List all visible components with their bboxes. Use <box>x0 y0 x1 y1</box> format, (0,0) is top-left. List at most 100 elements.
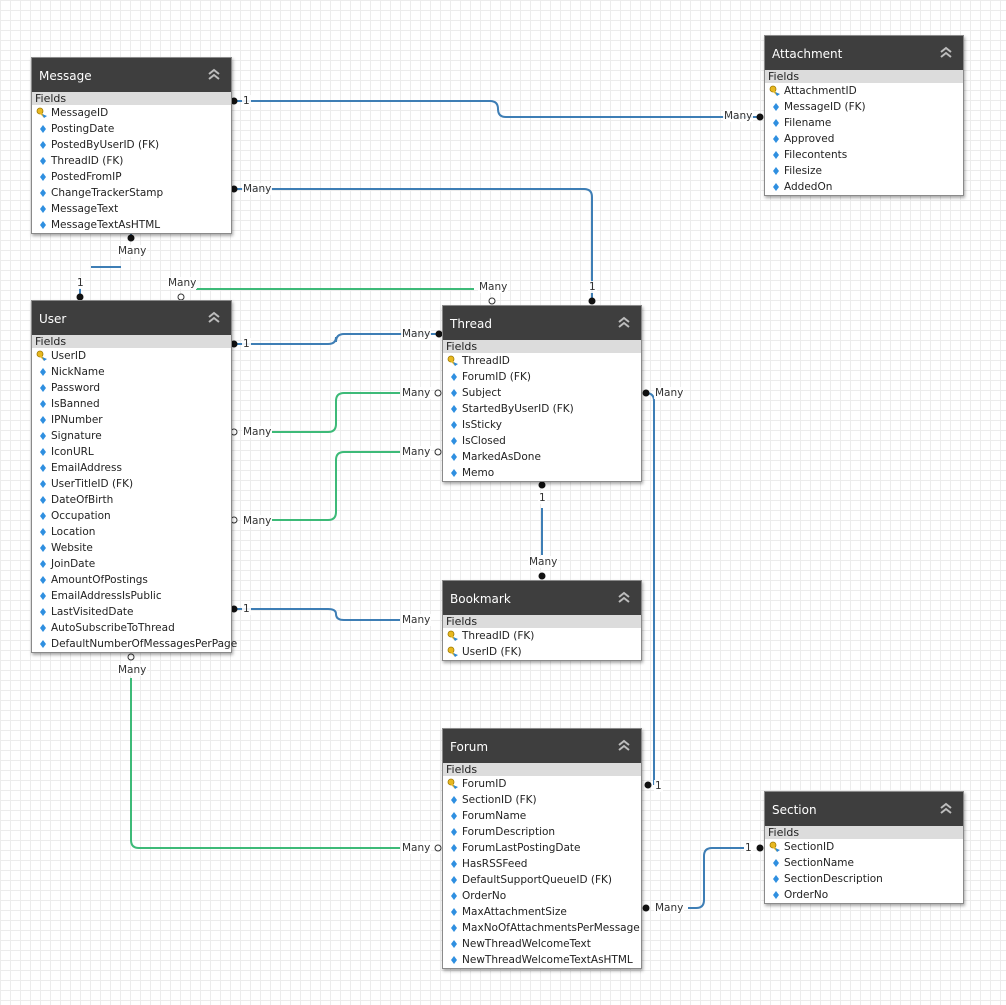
user-field-row[interactable]: UserID <box>32 348 231 364</box>
link-message-attachment[interactable] <box>232 100 760 118</box>
thread-field-row[interactable]: IsSticky <box>443 417 641 433</box>
collapse-chevron-icon[interactable] <box>617 591 631 603</box>
bookmark-field-row[interactable]: UserID (FK) <box>443 644 641 660</box>
bookmark-header[interactable]: Bookmark <box>443 581 641 615</box>
thread-header[interactable]: Thread <box>443 306 641 340</box>
section-field-row[interactable]: OrderNo <box>765 887 963 903</box>
user-field-row[interactable]: IPNumber <box>32 412 231 428</box>
thread-field-row[interactable]: Memo <box>443 465 641 481</box>
forum-field-row[interactable]: OrderNo <box>443 888 641 904</box>
forum-header[interactable]: Forum <box>443 729 641 763</box>
link-user-bookmark[interactable] <box>234 608 400 621</box>
user-field-name: EmailAddressIsPublic <box>51 590 162 602</box>
thread-field-row[interactable]: ForumID (FK) <box>443 369 641 385</box>
user-field-name: IconURL <box>51 446 94 458</box>
user-field-row[interactable]: Website <box>32 540 231 556</box>
user-field-row[interactable]: DateOfBirth <box>32 492 231 508</box>
collapse-chevron-icon[interactable] <box>617 316 631 328</box>
message-header[interactable]: Message <box>32 58 231 92</box>
primary-key-icon <box>447 646 458 657</box>
link-user-thread-3[interactable] <box>272 451 400 521</box>
forum-field-row[interactable]: MaxAttachmentSize <box>443 904 641 920</box>
forum-field-row[interactable]: HasRSSFeed <box>443 856 641 872</box>
attachment-field-row[interactable]: MessageID (FK) <box>765 99 963 115</box>
forum-field-row[interactable]: NewThreadWelcomeTextAsHTML <box>443 952 641 968</box>
user-field-row[interactable]: Location <box>32 524 231 540</box>
message-field-row[interactable]: PostedFromIP <box>32 169 231 185</box>
message-field-row[interactable]: MessageID <box>32 105 231 121</box>
card-thread-forum-from: Many <box>654 387 685 399</box>
attachment-field-row[interactable]: Approved <box>765 131 963 147</box>
field-diamond-icon <box>773 875 779 883</box>
attachment-field-row[interactable]: AttachmentID <box>765 83 963 99</box>
user-field-row[interactable]: IconURL <box>32 444 231 460</box>
user-field-row[interactable]: IsBanned <box>32 396 231 412</box>
collapse-chevron-icon[interactable] <box>207 68 221 80</box>
collapse-chevron-icon[interactable] <box>939 802 953 814</box>
link-user-thread-2[interactable] <box>272 392 400 433</box>
message-field-row[interactable]: MessageText <box>32 201 231 217</box>
bookmark-field-row[interactable]: ThreadID (FK) <box>443 628 641 644</box>
user-field-row[interactable]: EmailAddress <box>32 460 231 476</box>
section-field-row[interactable]: SectionName <box>765 855 963 871</box>
forum-field-row[interactable]: DefaultSupportQueueID (FK) <box>443 872 641 888</box>
user-field-row[interactable]: EmailAddressIsPublic <box>32 588 231 604</box>
card-user-thread-2-from: Many <box>242 426 273 438</box>
card-user-bookmark-to: Many <box>401 614 432 626</box>
forum-field-row[interactable]: ForumLastPostingDate <box>443 840 641 856</box>
attachment-field-row[interactable]: Filename <box>765 115 963 131</box>
forum-field-row[interactable]: MaxNoOfAttachmentsPerMessage <box>443 920 641 936</box>
link-message-thread[interactable] <box>232 188 593 302</box>
message-field-row[interactable]: PostingDate <box>32 121 231 137</box>
attachment-field-row[interactable]: Filesize <box>765 163 963 179</box>
user-field-row[interactable]: UserTitleID (FK) <box>32 476 231 492</box>
user-field-row[interactable]: Occupation <box>32 508 231 524</box>
user-field-row[interactable]: Signature <box>32 428 231 444</box>
collapse-chevron-icon[interactable] <box>939 46 953 58</box>
message-field-row[interactable]: ThreadID (FK) <box>32 153 231 169</box>
message-field-row[interactable]: PostedByUserID (FK) <box>32 137 231 153</box>
message-field-row[interactable]: ChangeTrackerStamp <box>32 185 231 201</box>
forum-field-row[interactable]: ForumID <box>443 776 641 792</box>
field-diamond-icon <box>773 135 779 143</box>
user-field-row[interactable]: Password <box>32 380 231 396</box>
thread-field-row[interactable]: MarkedAsDone <box>443 449 641 465</box>
link-forum-section[interactable] <box>688 847 744 909</box>
user-field-row[interactable]: AutoSubscribeToThread <box>32 620 231 636</box>
collapse-chevron-icon[interactable] <box>207 311 221 323</box>
user-field-row[interactable]: JoinDate <box>32 556 231 572</box>
link-user-forum[interactable] <box>130 678 400 849</box>
thread-field-row[interactable]: IsClosed <box>443 433 641 449</box>
link-message-user-b[interactable] <box>79 266 121 298</box>
attachment-field-row[interactable]: Filecontents <box>765 147 963 163</box>
section-field-row[interactable]: SectionID <box>765 839 963 855</box>
link-thread-forum[interactable] <box>645 392 655 785</box>
forum-field-row[interactable]: SectionID (FK) <box>443 792 641 808</box>
link-user-thread-1[interactable] <box>234 333 439 345</box>
thread-field-row[interactable]: StartedByUserID (FK) <box>443 401 641 417</box>
attachment-header[interactable]: Attachment <box>765 36 963 70</box>
user-field-row[interactable]: AmountOfPostings <box>32 572 231 588</box>
forum-field-row[interactable]: ForumDescription <box>443 824 641 840</box>
field-diamond-icon <box>40 544 46 552</box>
user-field-row[interactable]: NickName <box>32 364 231 380</box>
collapse-chevron-icon[interactable] <box>617 739 631 751</box>
user-field-row[interactable]: LastVisitedDate <box>32 604 231 620</box>
section-field-row[interactable]: SectionDescription <box>765 871 963 887</box>
message-field-row[interactable]: MessageTextAsHTML <box>32 217 231 233</box>
user-field-row[interactable]: DefaultNumberOfMessagesPerPage <box>32 636 237 652</box>
forum-field-row[interactable]: NewThreadWelcomeText <box>443 936 641 952</box>
user-header[interactable]: User <box>32 301 231 335</box>
forum-field-row[interactable]: ForumName <box>443 808 641 824</box>
attachment-field-row[interactable]: AddedOn <box>765 179 963 195</box>
thread-field-row[interactable]: Subject <box>443 385 641 401</box>
section-header[interactable]: Section <box>765 792 963 826</box>
thread-field-row[interactable]: ThreadID <box>443 353 641 369</box>
